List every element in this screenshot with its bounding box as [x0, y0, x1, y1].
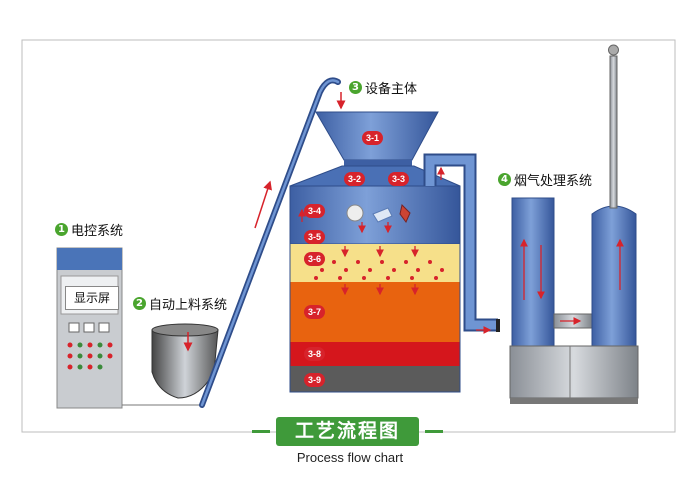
section-label-4: 烟气处理系统	[514, 174, 593, 189]
zone-tag-3-7: 3-7	[304, 305, 326, 319]
label-auto-feed: 2 自动上料系统	[133, 294, 227, 313]
section-label-1: 电控系统	[71, 224, 124, 239]
section-number-2: 2	[133, 297, 146, 310]
burning-particles	[308, 260, 444, 280]
fall-arrows	[298, 208, 419, 296]
flue-gas-tower-right	[591, 44, 637, 347]
label-main-body: 3 设备主体	[349, 78, 417, 97]
zone-tag-3-9: 3-9	[304, 373, 326, 387]
tower-base	[509, 345, 639, 404]
section-number-1: 1	[55, 223, 68, 236]
zone-tag-3-4: 3-4	[304, 204, 326, 218]
label-electric-control: 1 电控系统	[55, 220, 123, 239]
display-screen-label: 显示屏	[65, 286, 119, 310]
section-number-4: 4	[498, 173, 511, 186]
zone-tag-3-6: 3-6	[304, 252, 326, 266]
zone-tag-3-5: 3-5	[304, 230, 326, 244]
flue-duct	[423, 153, 500, 334]
flue-gas-tower-left	[511, 197, 555, 347]
label-flue-gas: 4 烟气处理系统	[498, 170, 592, 189]
diagram-title: 工艺流程图	[252, 417, 443, 446]
zone-tag-3-1: 3-1	[362, 131, 384, 145]
zone-tag-3-2: 3-2	[344, 172, 366, 186]
diagram-subtitle: Process flow chart	[296, 450, 404, 465]
conveyor-tube	[199, 77, 346, 408]
feed-hopper	[151, 323, 219, 399]
section-number-3: 3	[349, 81, 362, 94]
zone-tag-3-8: 3-8	[304, 347, 326, 361]
waste-items-icon	[346, 204, 411, 223]
section-label-2: 自动上料系统	[149, 298, 228, 313]
zone-tag-3-3: 3-3	[388, 172, 410, 186]
connector-pipe	[553, 313, 593, 329]
section-label-3: 设备主体	[365, 82, 418, 97]
